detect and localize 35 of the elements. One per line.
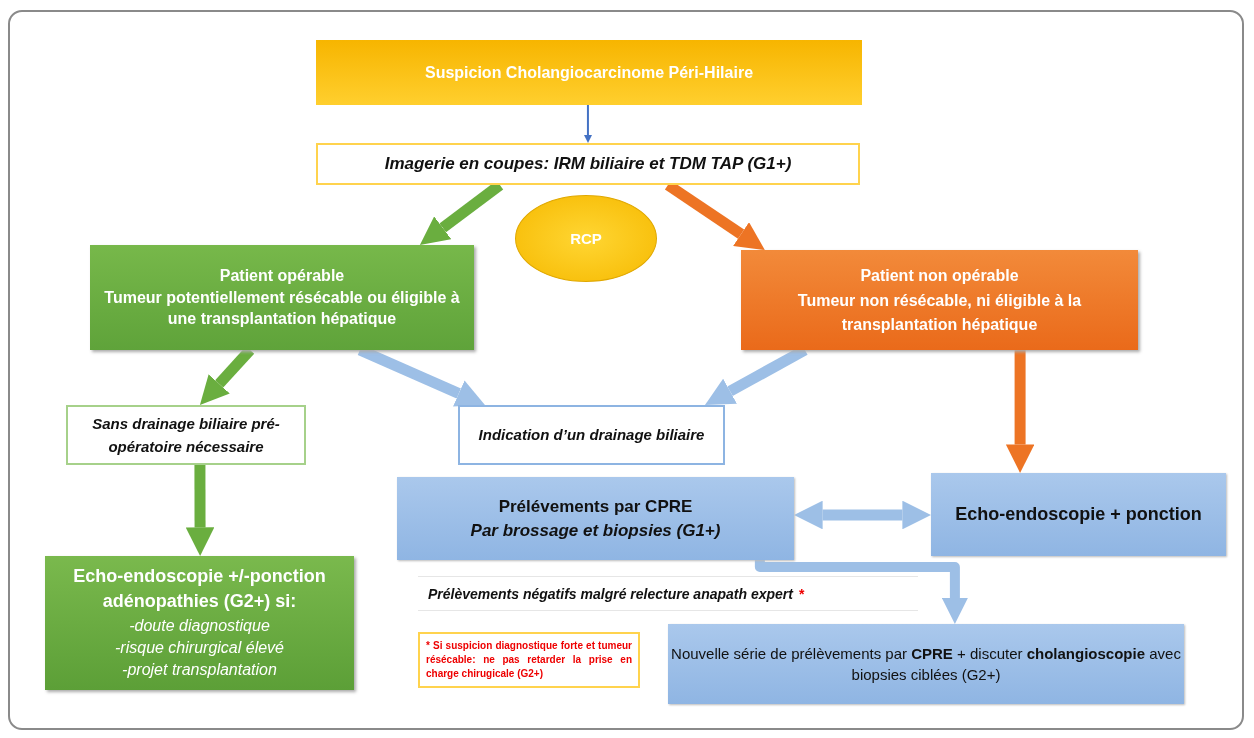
process-box (316, 143, 860, 185)
process-box (931, 473, 1226, 556)
box-text: -projet transplantation (122, 660, 277, 681)
box-text: -doute diagnostique (129, 615, 270, 636)
box-label: * Si suspicion diagnostique forte et tumeur résécable: ne pas retarder la prise en charge chirugicale (G2+) (426, 639, 632, 681)
arrow (584, 104, 592, 143)
box-text: -risque chirurgical élevé (115, 638, 284, 658)
process-box (66, 405, 306, 465)
process-box (45, 556, 354, 690)
box-text: Tumeur potentiellement résécable ou éligible à une transplantation hépatique (103, 287, 461, 330)
box-label: Echo-endoscopie + ponction (955, 502, 1202, 526)
box-label: Suspicion Cholangiocarcinome Péri-Hilaire (424, 63, 754, 82)
process-box (741, 250, 1138, 350)
arrow (754, 560, 968, 624)
process-box (397, 477, 794, 560)
box-label: Imagerie en coupes: IRM biliaire et TDM TAP (G1+) (384, 154, 792, 174)
box-label: Prélévements par CPRE (498, 495, 693, 518)
arrow (185, 465, 215, 556)
box-text: Tumeur non résécable, ni éligible à la transplantation hépatique (796, 291, 1083, 335)
box-label: Nouvelle série de prélèvements par CPRE + discuter cholangioscopie avec biopsies ciblées (G2+) (670, 644, 1182, 685)
box-label: Patient non opérable (860, 266, 1019, 287)
process-box (90, 245, 474, 350)
process-box (668, 624, 1184, 704)
box-label: Prélèvements négatifs malgré relecture anapath expert (428, 585, 793, 602)
box-label: Patient opérable (219, 266, 345, 287)
arrow (794, 500, 931, 530)
process-box (458, 405, 725, 465)
box-label: Sans drainage biliaire pré-opératoire nécessaire (91, 413, 281, 457)
box-text: * (798, 585, 805, 602)
process-box (316, 40, 862, 105)
footnote-box (418, 632, 640, 688)
box-label: Echo-endoscopie +/-ponction adénopathies (G2+) si: (72, 565, 327, 614)
box-label: Indication d’un drainage biliaire (478, 425, 705, 446)
box-text: Par brossage et biopsies (G1+) (470, 519, 721, 542)
box-label: RCP (570, 230, 602, 247)
